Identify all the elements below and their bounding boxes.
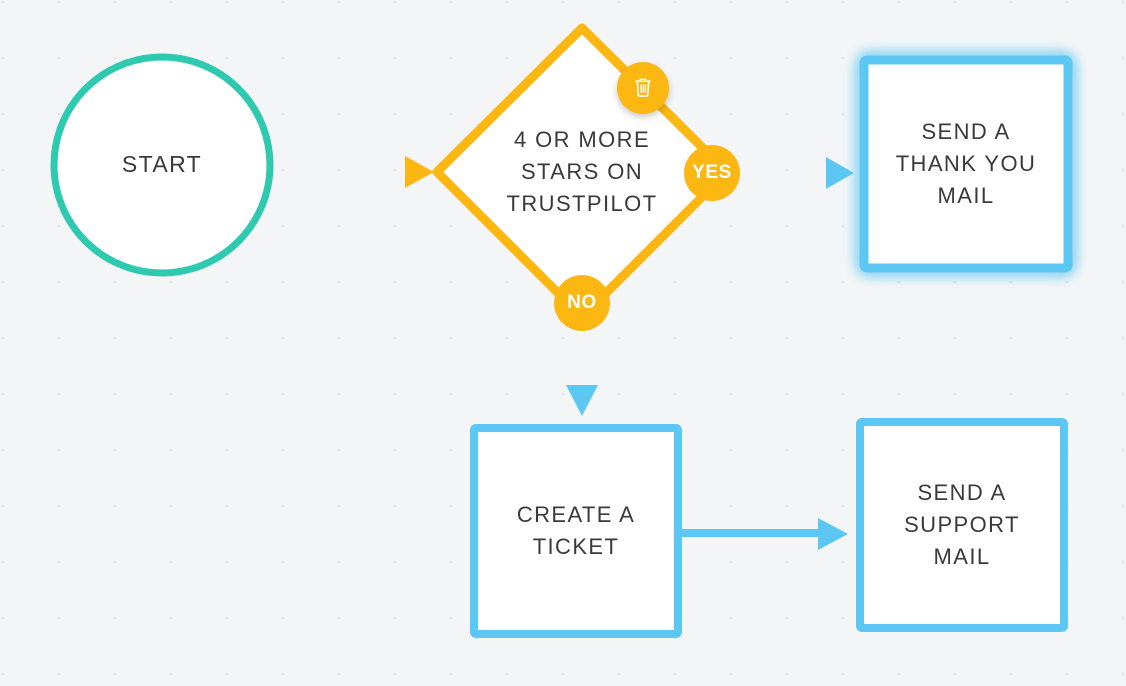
branch-badge-yes[interactable]: YES <box>684 145 740 201</box>
connector-no-to-ticket[interactable] <box>566 330 598 416</box>
node-thankyou[interactable] <box>859 55 1073 273</box>
connector-ticket-to-support[interactable] <box>680 518 848 550</box>
node-start[interactable] <box>50 53 274 277</box>
connector-start-to-decision[interactable] <box>274 156 434 188</box>
node-ticket[interactable] <box>470 424 682 638</box>
trash-icon <box>631 76 655 100</box>
connector-yes-to-thankyou[interactable] <box>738 157 854 189</box>
branch-badge-no[interactable]: NO <box>554 275 610 331</box>
node-support[interactable] <box>856 418 1068 632</box>
delete-node-button[interactable] <box>617 62 669 114</box>
